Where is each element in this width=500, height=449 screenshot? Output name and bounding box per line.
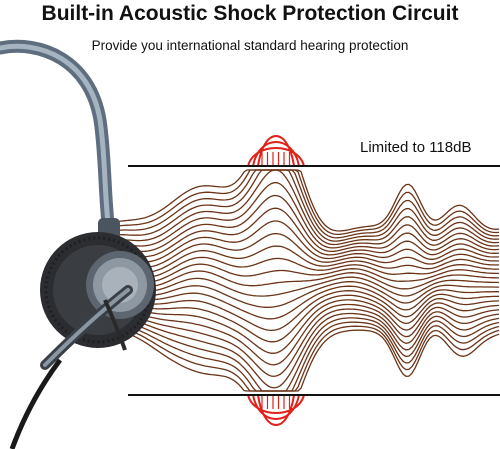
wave-line [117,281,499,308]
wave-line [117,256,499,278]
wave-line [117,325,500,392]
wave-line [117,182,500,249]
clipped-peak-bottom [252,394,300,420]
wave-line [117,285,499,320]
wave-line [117,194,500,253]
wave-line [117,207,500,258]
clipped-peak-top [252,141,300,167]
limit-label: Limited to 118dB [360,139,472,156]
clipped-peak-top [247,147,305,167]
wave-line [117,321,500,392]
wave-line [117,245,500,273]
wave-line [117,308,500,378]
wave-line [117,169,500,242]
wave-line [117,270,500,290]
page-subtitle: Provide you international standard heari… [91,38,409,53]
wave-line [117,317,500,392]
clipped-peak-bottom [247,394,305,414]
wave-line [117,276,500,297]
wave-line [117,169,500,239]
wave-line [117,169,500,232]
page-title: Built-in Acoustic Shock Protection Circu… [41,2,459,25]
wave-line [117,169,500,236]
wave-line [117,169,500,246]
wave-line [117,299,500,354]
wave-line [117,294,500,343]
wave-line [117,232,499,268]
wave-line [117,312,500,389]
wave-line [117,329,500,392]
clipped-peak-top [257,135,295,167]
wave-line [117,220,500,263]
wave-line [117,290,500,332]
clipped-peaks [247,135,305,426]
clipped-peak-bottom [257,394,295,426]
wave-line [117,303,500,366]
headset-icon [0,39,156,449]
wave-line [117,263,499,283]
sound-waves [117,169,500,392]
